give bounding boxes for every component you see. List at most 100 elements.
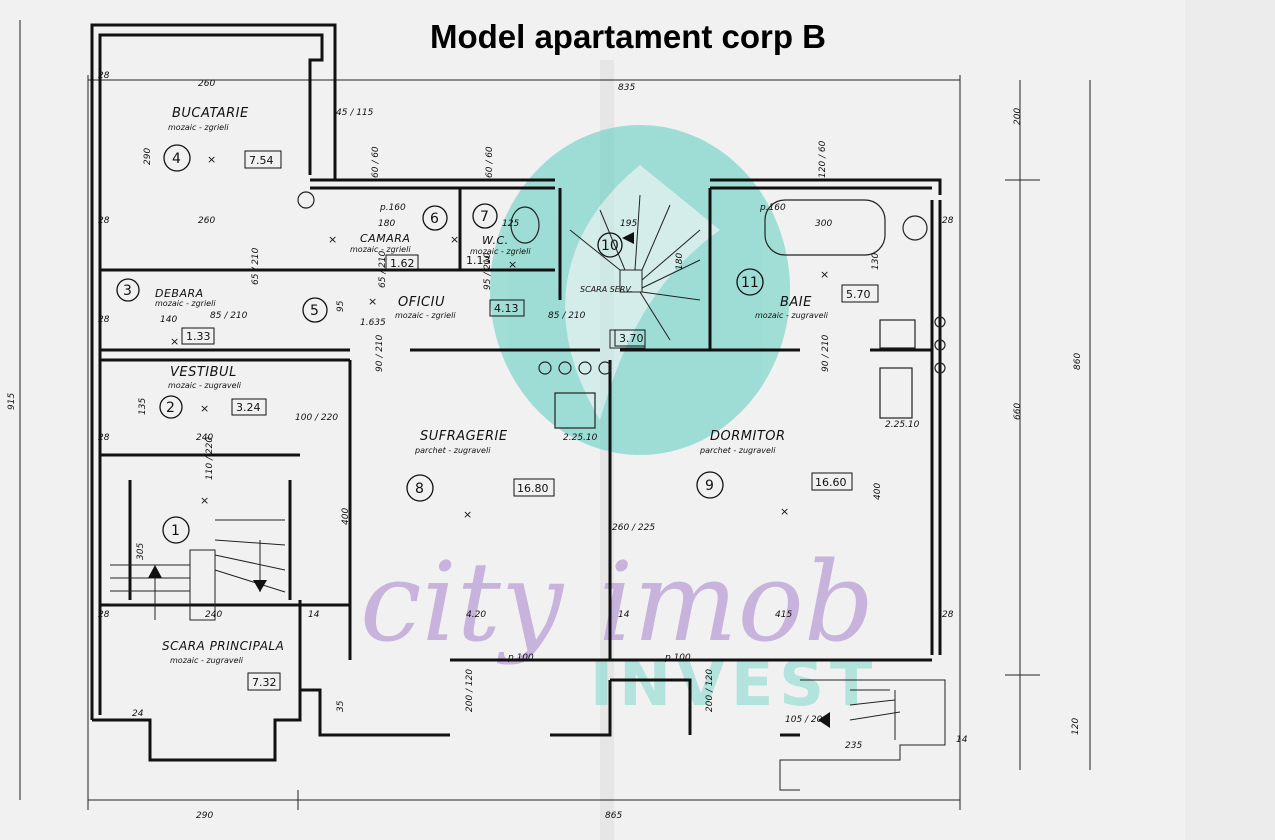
dim-living-width: 4.20 (466, 610, 486, 620)
dim-win-45-115: 45 / 115 (336, 108, 374, 118)
dim-bedroom-height: 400 (873, 483, 883, 500)
svg-text:3: 3 (123, 283, 132, 299)
area-wc: 1.13 (466, 254, 491, 267)
svg-text:×: × (820, 268, 829, 281)
dim-door-110-220: 110 / 220 (205, 437, 215, 480)
dim-door-85-210: 85 / 210 (210, 311, 248, 321)
room-finish-sufragerie: parchet - zugraveli (414, 446, 491, 455)
dim-camara-width: 180 (378, 219, 395, 229)
room-finish-debara: mozaic - zgrieli (155, 299, 216, 308)
svg-text:1.62: 1.62 (390, 257, 415, 270)
dim-door-65-210: 65 / 210 (251, 247, 261, 285)
room-number-1: 1 (162, 516, 190, 544)
room-name-camara: CAMARA (360, 232, 410, 245)
dim-vestibul-height: 135 (138, 398, 148, 415)
dim-kitchen-width-2: 260 (198, 216, 215, 226)
dimension-lines (19, 20, 1091, 810)
dim-door-85-210-b: 85 / 210 (548, 311, 586, 321)
room-name-scara-principala: SCARA PRINCIPALA (162, 639, 284, 653)
svg-text:7.54: 7.54 (249, 154, 274, 167)
room-name-wc: W.C. (482, 234, 509, 247)
dim-win-120-60: 120 / 60 (818, 140, 828, 178)
svg-text:×: × (328, 233, 337, 246)
dim-win-60-60: 60 / 60 (371, 146, 381, 178)
area-camara: 1.62 (385, 254, 419, 271)
svg-text:11: 11 (741, 275, 759, 291)
dim-debara-width: 140 (160, 315, 177, 325)
svg-text:5.70: 5.70 (846, 288, 871, 301)
room-finish-camara: mozaic - zgrieli (350, 245, 411, 254)
room-names: BUCATARIE mozaic - zgrieli CAMARA mozaic… (155, 106, 829, 665)
dim-wall-28: 28 (98, 71, 110, 81)
room-number-11: 11 (736, 268, 764, 296)
dim-right-total: 860 (1073, 353, 1083, 370)
room-number-6: 6 (422, 205, 448, 231)
svg-text:×: × (200, 402, 209, 415)
room-name-debara: DEBARA (155, 287, 204, 300)
svg-text:×: × (200, 494, 209, 507)
svg-text:×: × (207, 153, 216, 166)
dim-bottom-left: 290 (196, 811, 213, 821)
svg-text:16.60: 16.60 (815, 476, 847, 489)
svg-text:16.80: 16.80 (517, 482, 549, 495)
dim-wall-14-c: 14 (956, 735, 968, 745)
room-number-3: 3 (116, 278, 140, 302)
svg-text:4.13: 4.13 (494, 302, 519, 315)
dim-door-200-120: 200 / 120 (465, 669, 475, 712)
exterior-stair (779, 679, 946, 791)
watermark-invest: INVEST (590, 647, 878, 720)
room-name-dormitor: DORMITOR (710, 429, 786, 444)
room-areas: 7.54 1.62 1.13 3.70 5.70 1.33 4.13 3.24 … (181, 150, 879, 691)
room-center-markers: ××× ××× ××× ×× (170, 153, 829, 521)
room-name-bucatarie: BUCATARIE (172, 106, 249, 121)
room-number-7: 7 (472, 203, 498, 229)
dimension-labels: 835 290 865 915 200 660 860 120 260 260 … (7, 71, 1083, 821)
room-number-9: 9 (696, 471, 724, 499)
dim-door-65-210-b: 65 / 210 (378, 250, 388, 288)
svg-text:1.13: 1.13 (466, 254, 491, 267)
svg-text:4: 4 (172, 151, 181, 167)
room-number-8: 8 (406, 474, 434, 502)
svg-text:3.70: 3.70 (619, 332, 644, 345)
dim-small-195: 195 (620, 219, 637, 229)
dim-stove-225: 2.25.10 (563, 433, 598, 443)
dim-small-180: 180 (675, 253, 685, 270)
dim-small-95: 95 (336, 300, 346, 312)
dim-small-35: 35 (336, 700, 346, 712)
svg-text:5: 5 (310, 303, 319, 319)
room-numbers: 4 6 7 10 11 3 5 2 8 9 1 (116, 144, 764, 544)
dim-wall-28-d: 28 (98, 433, 110, 443)
dim-wall-28-e: 28 (98, 610, 110, 620)
svg-text:×: × (463, 508, 472, 521)
dim-door-105-20: 105 / 20 (785, 715, 823, 725)
dim-window-p160-b: p.160 (759, 203, 786, 213)
room-name-oficiu: OFICIU (398, 295, 445, 310)
svg-text:6: 6 (430, 211, 439, 227)
dim-left-total: 915 (7, 393, 17, 410)
room-finish-dormitor: parchet - zugraveli (699, 446, 776, 455)
dim-door-95-210: 95 / 210 (483, 252, 493, 290)
room-finish-bucatarie: mozaic - zgrieli (168, 123, 229, 132)
svg-text:×: × (368, 295, 377, 308)
svg-text:×: × (780, 505, 789, 518)
dim-living-height: 400 (341, 508, 351, 525)
fixtures (297, 191, 946, 429)
dim-door-260-225: 260 / 225 (612, 523, 655, 533)
service-stair (569, 194, 701, 349)
dim-stair-height: 305 (136, 543, 146, 560)
room-finish-wc: mozaic - zgrieli (470, 247, 531, 256)
room-name-sufragerie: SUFRAGERIE (420, 429, 508, 444)
dim-stair-width: 240 (205, 610, 222, 620)
svg-text:10: 10 (601, 238, 619, 254)
dim-bath-width: 300 (815, 219, 832, 229)
area-sufragerie: 16.80 (513, 478, 555, 497)
dim-right-top: 200 (1013, 108, 1023, 125)
svg-text:7: 7 (480, 209, 489, 225)
room-name-vestibul: VESTIBUL (170, 365, 237, 380)
dim-right-bottom: 120 (1071, 718, 1081, 735)
dim-win-60-60-b: 60 / 60 (485, 146, 495, 178)
dim-small-24: 24 (132, 709, 144, 719)
area-vestibul: 3.24 (231, 398, 267, 416)
